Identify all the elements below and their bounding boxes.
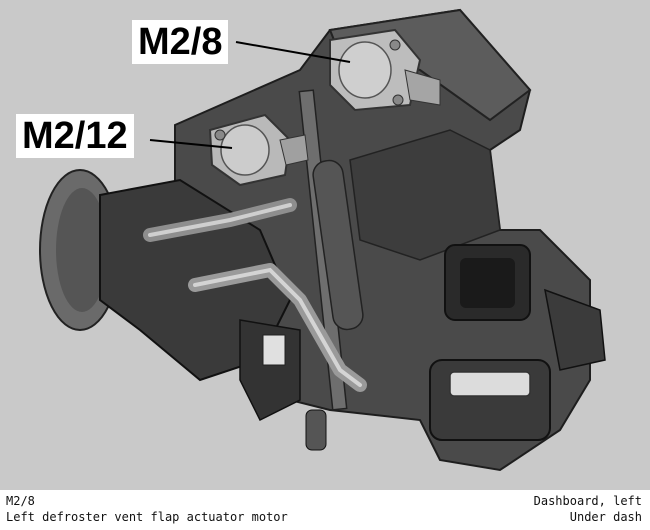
location-primary: Dashboard, left	[533, 494, 642, 508]
caption-component: M2/8 Left defroster vent flap actuator m…	[6, 493, 288, 525]
component-description: Left defroster vent flap actuator motor	[6, 510, 288, 524]
blower-label-plate	[262, 334, 286, 366]
callout-label-m2-12: M2/12	[16, 114, 134, 158]
actuator-motor-m2-8-screw-2	[389, 39, 401, 51]
actuator-motor-m2-8-cover	[338, 41, 392, 99]
actuator-motor-m2-12-cover	[220, 124, 270, 176]
leader-line-m2-12	[149, 139, 233, 149]
actuator-motor-m2-8-screw	[392, 94, 404, 106]
vent-outlet-grille	[449, 371, 531, 397]
leader-line-m2-8	[235, 41, 351, 63]
coolant-pipe-lower-highlight	[193, 267, 362, 387]
actuator-motor-m2-12-screw	[214, 129, 226, 141]
actuator-motor-m2-8-connector	[404, 69, 441, 106]
side-bracket	[544, 288, 606, 371]
component-code: M2/8	[6, 494, 35, 508]
hvac-module-figure: M2/8 M2/12	[0, 0, 650, 490]
rod-sleeve	[312, 159, 364, 331]
figure-caption: M2/8 Left defroster vent flap actuator m…	[0, 490, 650, 530]
housing-panel	[349, 129, 501, 261]
vent-opening-upper-inner	[460, 258, 515, 308]
location-secondary: Under dash	[569, 510, 642, 524]
drain-nozzle	[305, 409, 327, 451]
hvac-module-drawing	[39, 8, 606, 472]
actuator-motor-m2-12-connector	[279, 134, 309, 166]
coolant-pipe-upper-highlight	[148, 203, 292, 237]
blower-wheel-inner	[56, 188, 108, 312]
callout-label-m2-8: M2/8	[132, 20, 229, 64]
caption-location: Dashboard, left Under dash	[534, 493, 642, 525]
